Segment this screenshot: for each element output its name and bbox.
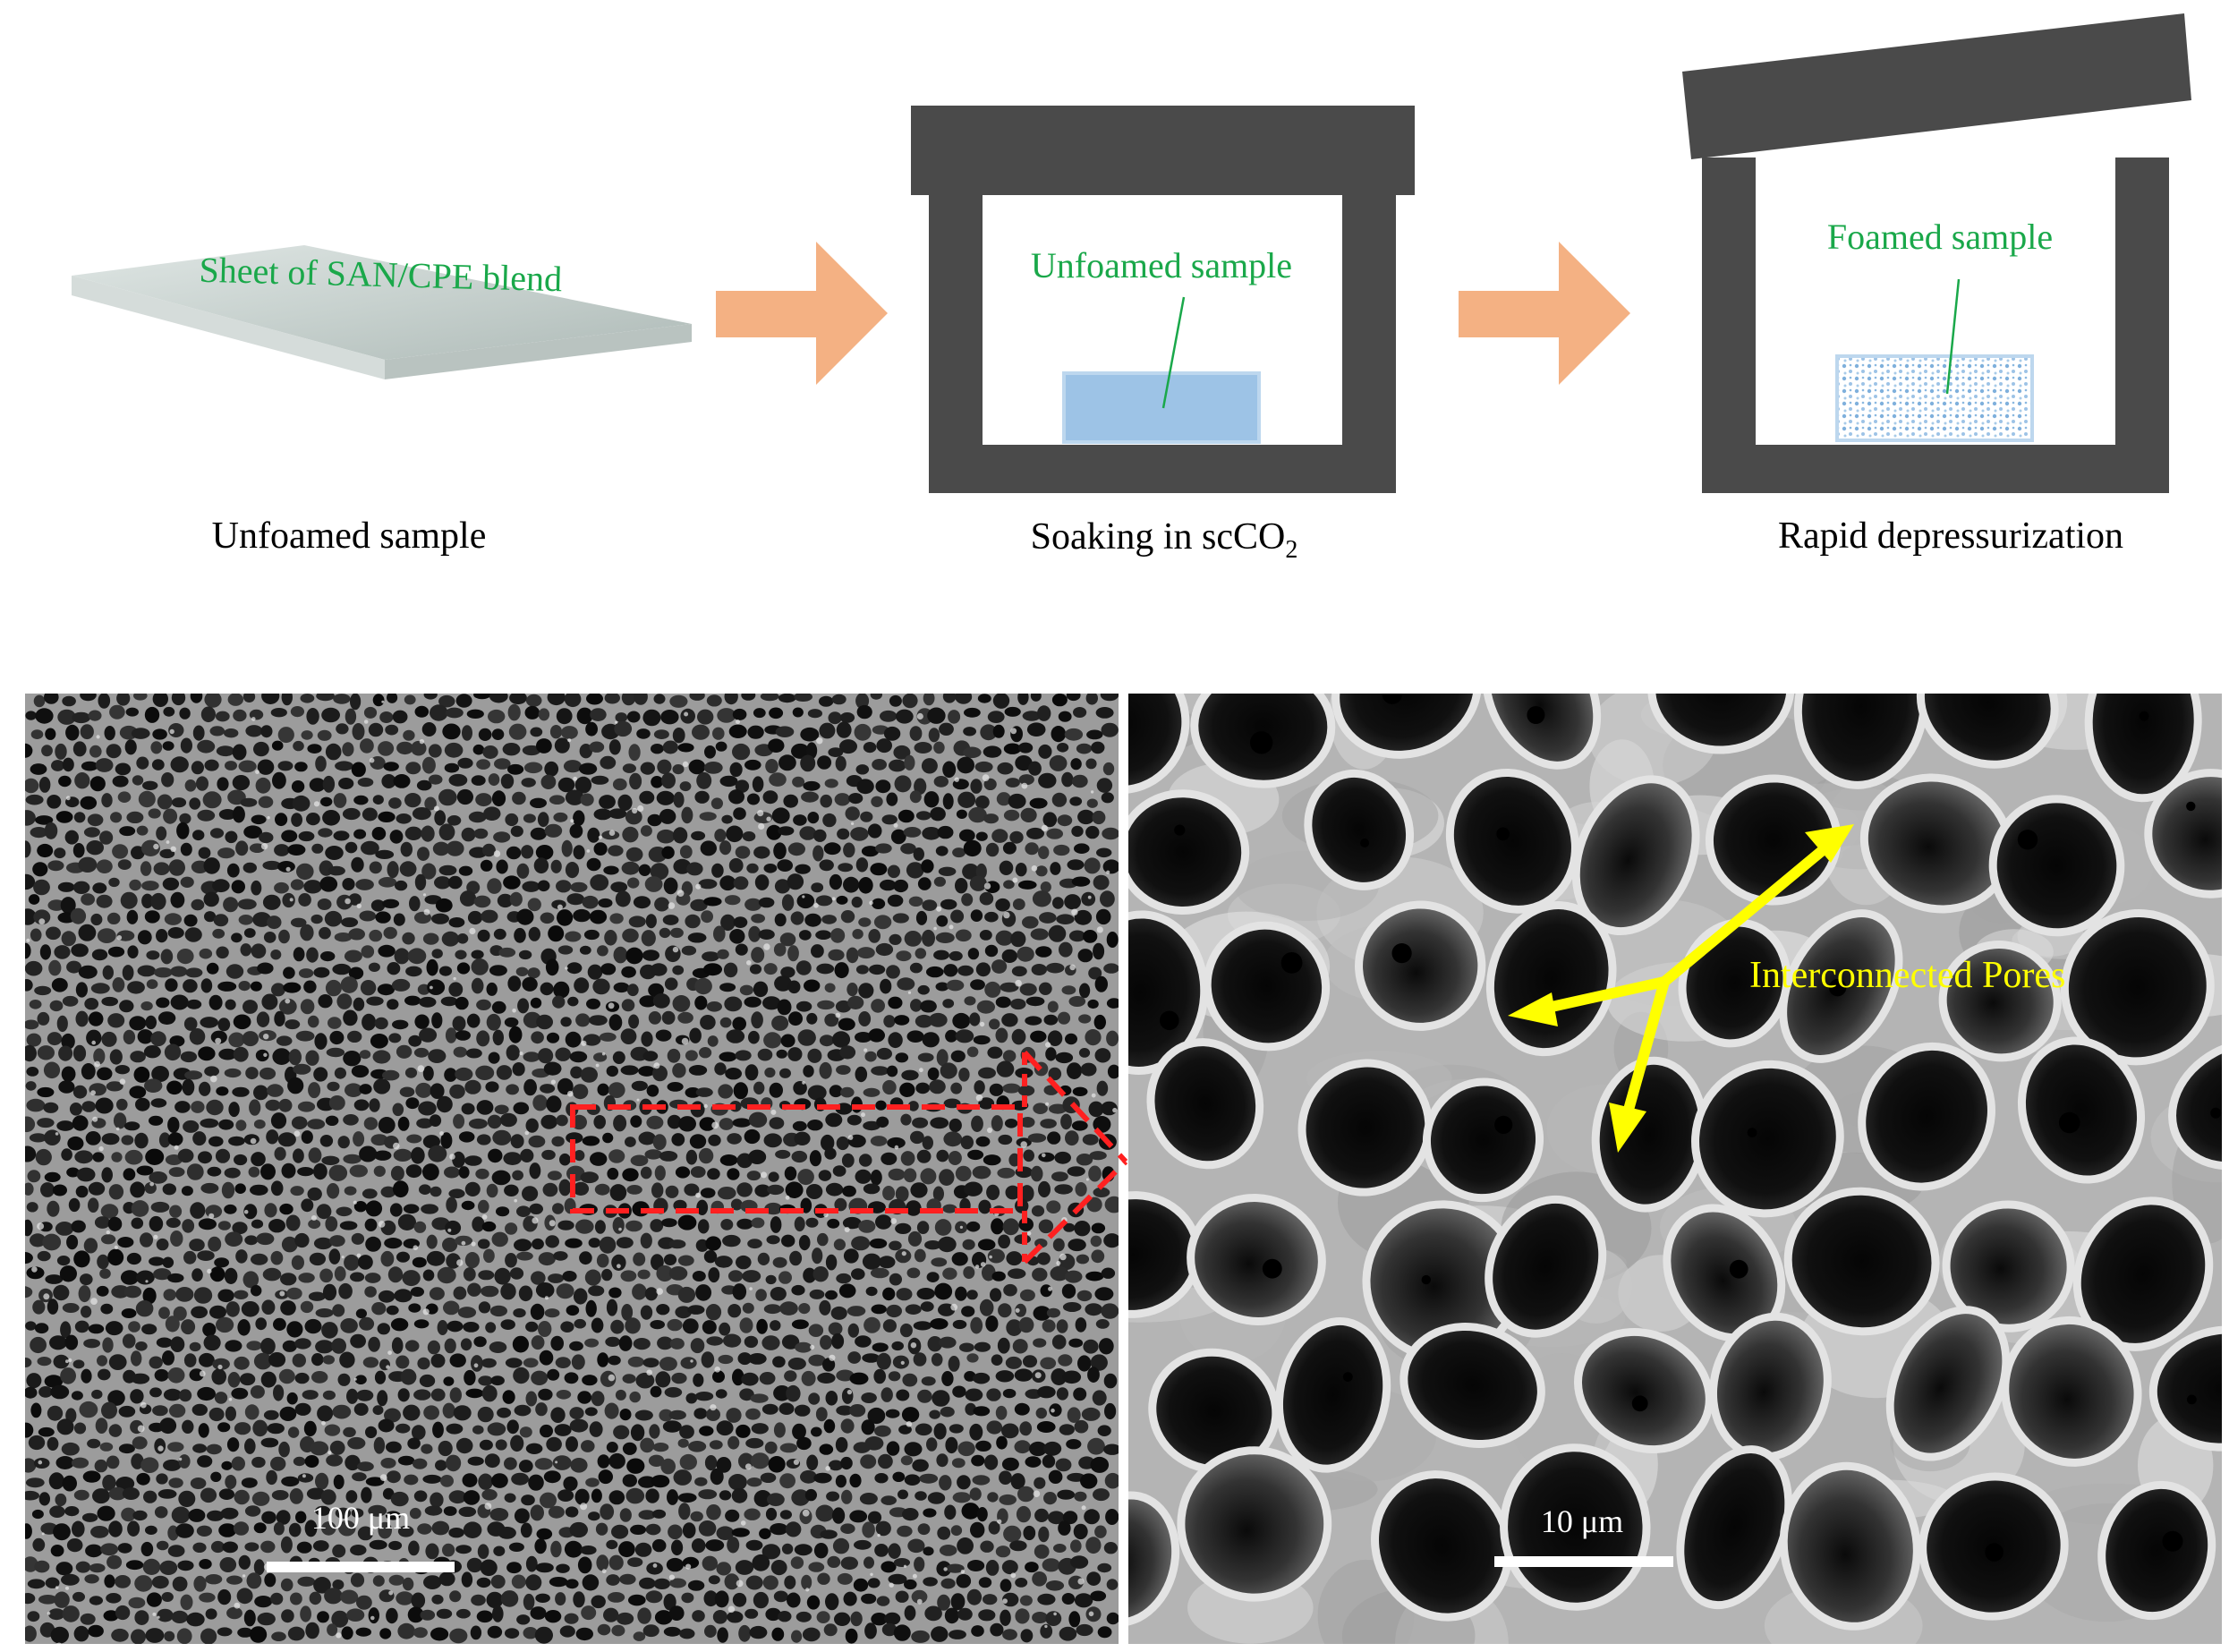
low-mag-pore-texture [25,694,1119,1644]
foamed-sample-label: Foamed sample [1827,217,2053,257]
sheet-front-edge [385,324,692,379]
stage3-caption: Rapid depressurization [1778,515,2123,557]
sem-micrograph-high-mag: Interconnected Pores 10 μm [1128,694,2222,1644]
stage-soaking-vessel: Unfoamed sample [911,106,1415,493]
stage2-caption-main: Soaking in scCO [1031,516,1286,558]
process-arrow-1 [716,242,888,385]
stage2-caption-subscript: 2 [1285,536,1297,564]
highlight-connector-top [1022,1050,1128,1164]
sem-micrograph-low-mag: 100 μm [25,694,1128,1644]
vessel-lid [911,106,1415,195]
stage-unfoamed-sheet: Sheet of SAN/CPE blend [72,245,692,379]
high-mag-pore-texture [1128,694,2222,1644]
leader-line-3 [1945,278,1961,395]
sheet-side-edge [72,276,385,379]
stage-depressurization-vessel: Foamed sample [1682,13,2191,493]
scale-label-high-mag: 10 μm [1541,1503,1623,1539]
leader-line-2 [1161,296,1186,409]
unfoamed-sample-block [1062,371,1261,444]
scale-bar-low-mag [267,1562,455,1572]
open-vessel-body [1702,158,2169,493]
tilted-lid [1682,13,2191,159]
sheet-top-face [72,245,692,360]
highlight-box [570,1104,1023,1213]
scale-bar-high-mag [1494,1556,1673,1567]
interconnected-pores-label: Interconnected Pores [1749,955,2065,996]
scale-label-low-mag: 100 μm [311,1500,410,1536]
stage1-caption: Unfoamed sample [212,515,487,557]
process-arrow-2 [1459,242,1630,385]
foamed-sample-block [1835,354,2034,442]
sheet-label: Sheet of SAN/CPE blend [199,250,563,300]
vessel-body [929,195,1396,493]
stage2-caption: Soaking in scCO2 [1031,516,1298,564]
highlight-connector-bottom [1022,1159,1128,1265]
vessel-sample-label: Unfoamed sample [1031,245,1292,285]
interconnected-pores-arrows [1508,824,1854,1153]
